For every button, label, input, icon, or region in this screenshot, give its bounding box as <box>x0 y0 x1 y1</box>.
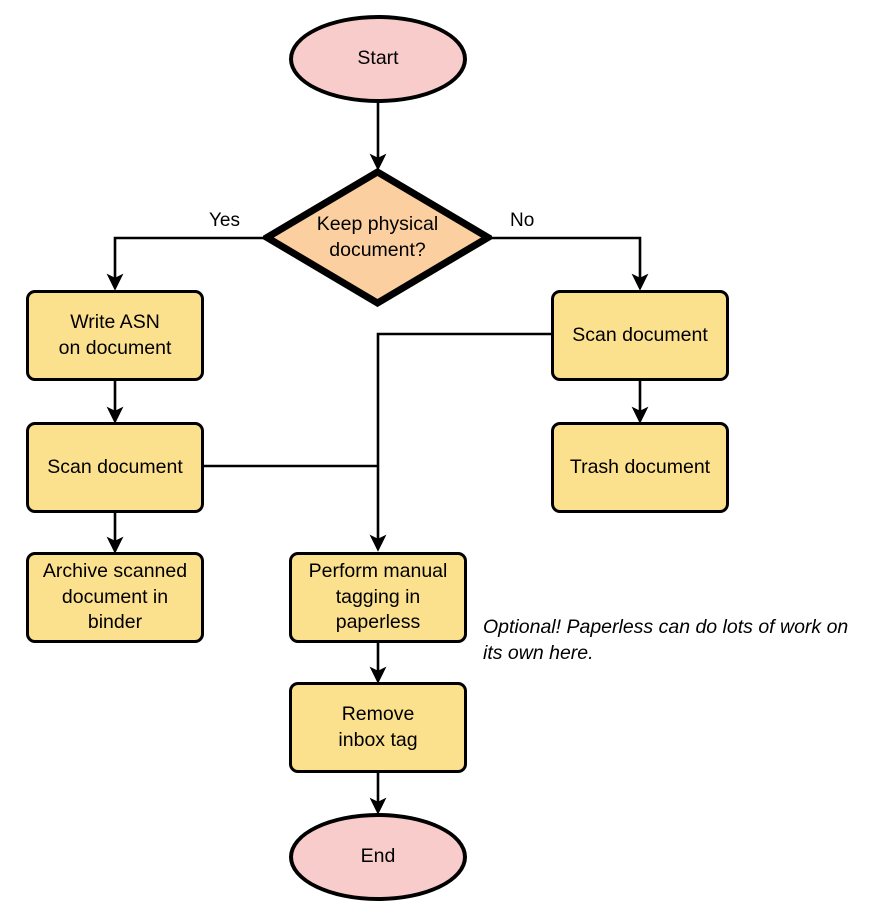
edge-label-no-text: No <box>510 210 535 231</box>
edge-decision-yes-to-write-asn <box>106 236 265 291</box>
node-archive-scanned-document[interactable]: Archive scanned document in binder <box>26 552 204 643</box>
edge-label-yes-text: Yes <box>209 210 240 231</box>
node-perform-manual-tagging[interactable]: Perform manual tagging in paperless <box>289 552 467 643</box>
node-remove-inbox-tag[interactable]: Remove inbox tag <box>289 682 467 773</box>
node-decision-label: Keep physical document? <box>316 212 439 261</box>
node-end[interactable]: End <box>289 813 467 901</box>
node-scan-document-right[interactable]: Scan document <box>551 290 729 381</box>
node-scan-document-left-label: Scan document <box>47 455 183 478</box>
edge-scan-right-to-tagging <box>369 332 552 552</box>
node-start[interactable]: Start <box>289 15 467 103</box>
annotation-optional-note-text: Optional! Paperless can do lots of work … <box>483 616 849 665</box>
node-start-label: Start <box>357 47 399 70</box>
node-scan-document-left[interactable]: Scan document <box>26 422 204 513</box>
node-trash-document-label: Trash document <box>569 455 711 478</box>
node-perform-manual-tagging-label: Perform manual tagging in paperless <box>308 559 448 634</box>
node-scan-document-right-label: Scan document <box>572 323 708 346</box>
node-decision-keep-physical-document[interactable]: Keep physical document? <box>263 168 492 307</box>
node-remove-inbox-tag-label: Remove inbox tag <box>338 702 418 751</box>
annotation-optional-note: Optional! Paperless can do lots of work … <box>483 588 883 666</box>
node-archive-label: Archive scanned document in binder <box>42 559 188 634</box>
edge-label-yes: Yes <box>209 210 240 232</box>
decision-diamond-shape <box>263 168 492 307</box>
node-end-label: End <box>360 845 396 868</box>
node-trash-document[interactable]: Trash document <box>551 422 729 513</box>
edge-label-no: No <box>510 210 534 232</box>
node-write-asn-on-document[interactable]: Write ASN on document <box>26 290 204 381</box>
node-write-asn-label: Write ASN on document <box>58 310 172 359</box>
edge-decision-no-to-scan-right <box>490 236 649 291</box>
